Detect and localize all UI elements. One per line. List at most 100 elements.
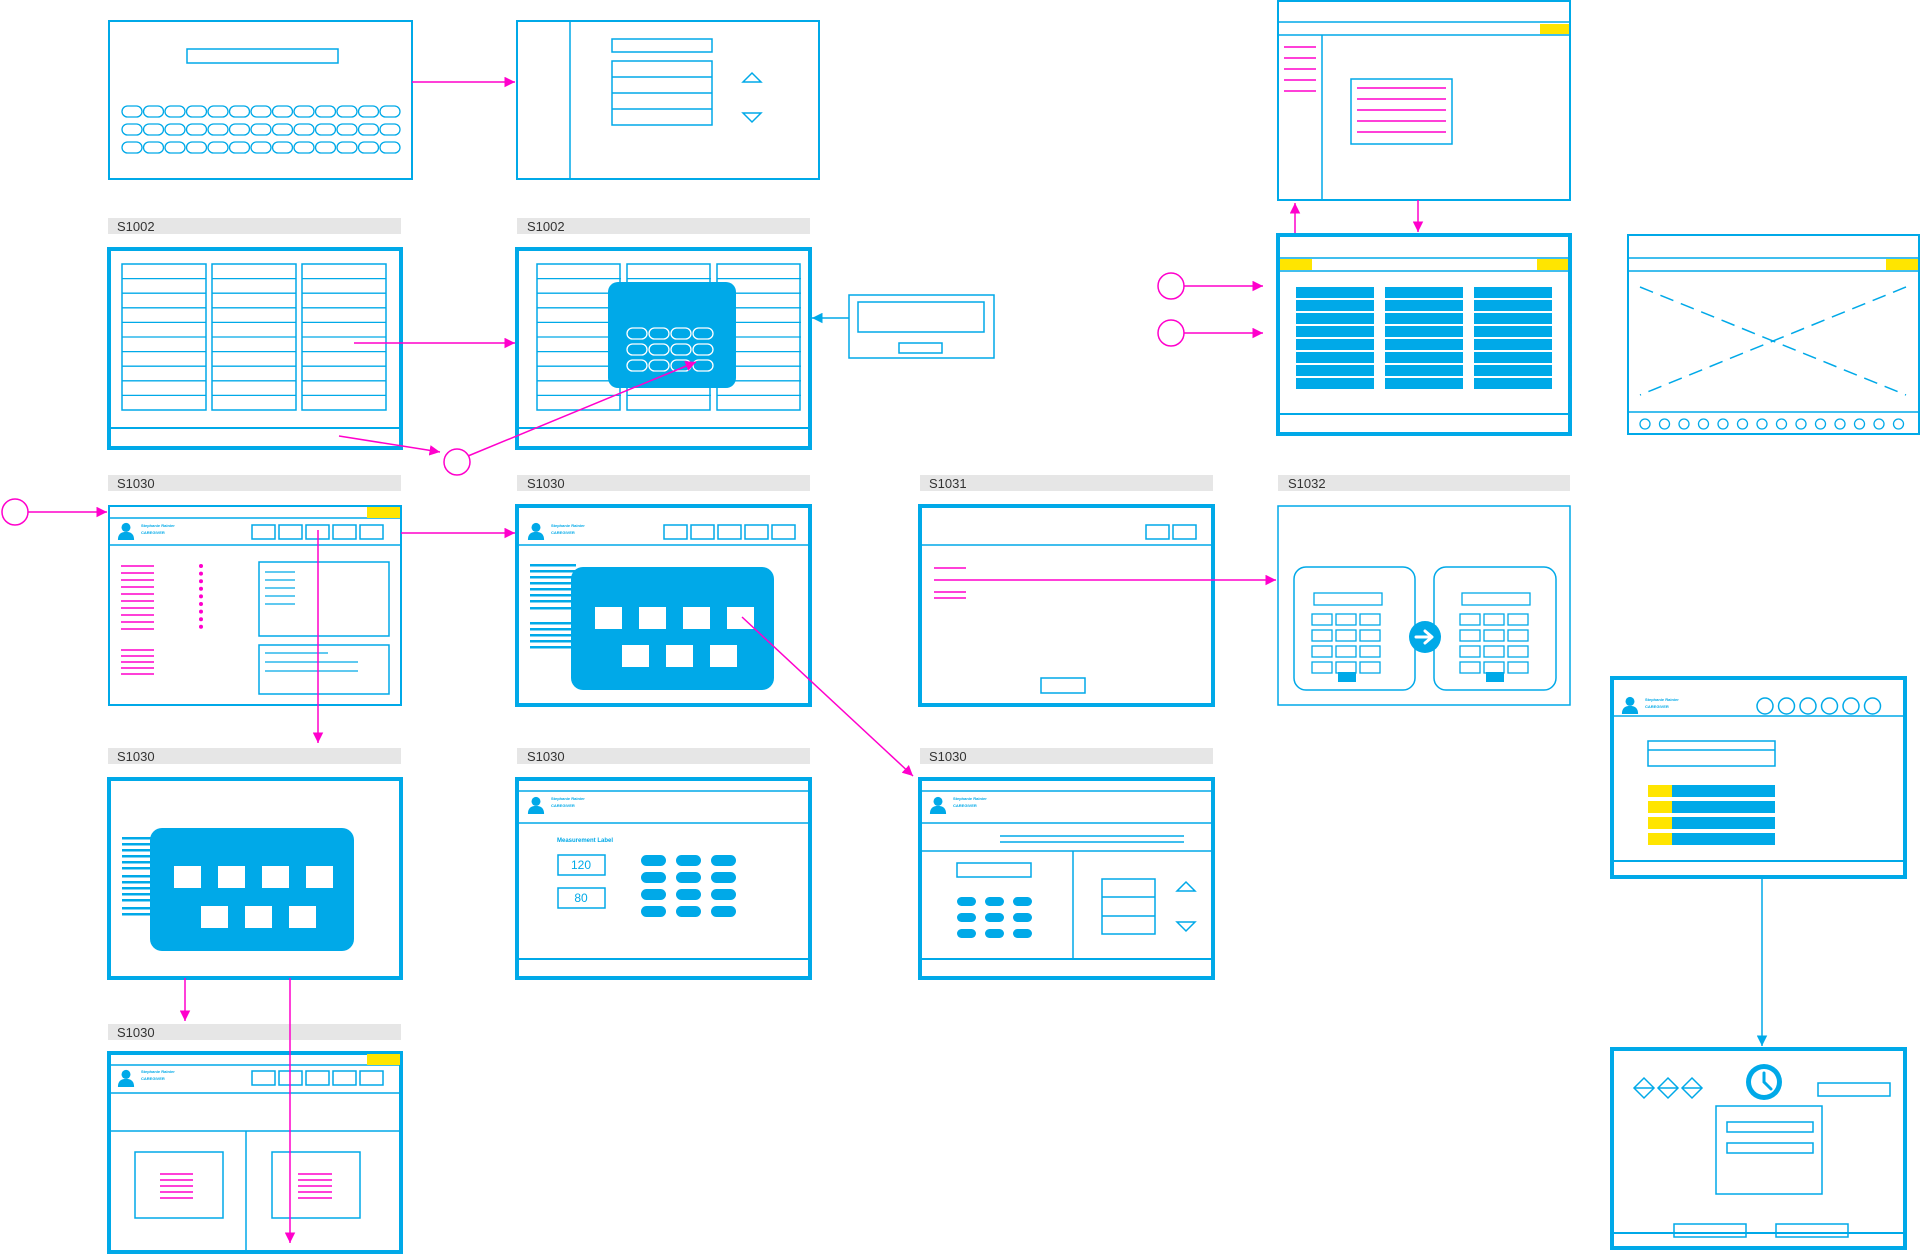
key <box>1359 613 1381 626</box>
start-node <box>1157 319 1185 347</box>
key <box>185 105 208 118</box>
screen-s1002-table: S1002 <box>107 218 403 450</box>
key <box>1311 629 1333 642</box>
page-dot <box>1834 418 1846 430</box>
triangle-down-icon[interactable] <box>1175 921 1197 933</box>
key <box>648 327 670 340</box>
table-cell <box>1385 326 1463 337</box>
table-cell <box>1296 352 1374 363</box>
measurement-field-1[interactable] <box>557 854 606 876</box>
page-dot <box>1697 418 1710 430</box>
screen-label-bar <box>920 748 1213 764</box>
key <box>164 141 186 154</box>
table-cell <box>1385 287 1463 298</box>
screen-frame <box>108 20 413 180</box>
screen-frame <box>1627 234 1920 435</box>
bullet-dot <box>199 579 203 584</box>
highlight-tab <box>1537 259 1568 270</box>
highlight-tab <box>1280 259 1312 270</box>
key <box>1335 645 1357 658</box>
key <box>271 105 294 118</box>
diamond-icons[interactable] <box>1632 1076 1704 1100</box>
measurement-field-2[interactable] <box>557 887 606 909</box>
screen-s1031: S1031 <box>918 475 1215 707</box>
list-box <box>1101 878 1156 935</box>
bullet-dot <box>199 571 203 576</box>
status-marker <box>1648 833 1672 845</box>
table-cell <box>1296 378 1374 389</box>
option-circle <box>1842 697 1860 715</box>
diamond-icon <box>1656 1076 1680 1100</box>
text-line <box>530 640 576 643</box>
status-row <box>1672 817 1775 829</box>
key <box>293 141 315 154</box>
key <box>683 607 710 629</box>
screen-label-bar <box>1278 475 1570 491</box>
confirm-button[interactable] <box>1775 1223 1849 1238</box>
measurement-value-2: 80 <box>574 891 588 905</box>
text-line <box>530 582 576 585</box>
text-line <box>530 607 576 610</box>
screen-label: S1030 <box>527 749 565 764</box>
user-icon <box>527 796 545 814</box>
screen-menu-window <box>1277 0 1571 201</box>
text-line <box>122 837 168 840</box>
user-role: CAREGIVER <box>953 803 977 808</box>
triangle-down-icon[interactable] <box>741 112 763 124</box>
keypad-popup[interactable] <box>608 282 736 388</box>
key <box>1311 645 1333 658</box>
option-circle <box>1777 697 1796 715</box>
user-role: CAREGIVER <box>141 530 165 535</box>
text-line <box>530 594 576 597</box>
time-field[interactable] <box>1817 1082 1891 1097</box>
key <box>692 343 714 356</box>
screen-status-list: Stephanie Rainier CAREGIVER <box>1610 676 1907 879</box>
triangle-up-icon[interactable] <box>1175 880 1197 892</box>
key <box>306 866 333 888</box>
key <box>670 343 692 356</box>
user-role: CAREGIVER <box>141 1076 165 1081</box>
table-cell <box>1296 339 1374 350</box>
page-dot <box>1873 418 1885 430</box>
screen-frame <box>1276 233 1572 436</box>
form-field[interactable] <box>1726 1121 1814 1133</box>
user-name: Stephanie Rainier <box>551 796 585 801</box>
key-popup[interactable] <box>150 828 354 951</box>
key <box>1507 645 1529 658</box>
text-line <box>530 588 576 591</box>
cancel-button[interactable] <box>1673 1223 1747 1238</box>
form-field[interactable] <box>1726 1142 1814 1154</box>
pagination-dots[interactable] <box>1639 418 1905 430</box>
table-cell <box>1296 287 1374 298</box>
table-cell <box>1474 287 1552 298</box>
screen-frame <box>515 247 812 450</box>
screen-frame <box>107 247 403 450</box>
key <box>314 105 337 118</box>
dialog-frame <box>848 294 995 359</box>
dialog-button[interactable] <box>898 342 943 354</box>
screen-s1030-big-popup: S1030 <box>107 748 403 980</box>
action-button[interactable] <box>1040 677 1086 694</box>
content-card <box>258 561 390 637</box>
text-line <box>530 634 576 637</box>
table-cell <box>1474 365 1552 376</box>
screen-sidebar-list <box>516 20 820 180</box>
user-name: Stephanie Rainier <box>551 523 585 528</box>
table-cell <box>1296 365 1374 376</box>
page-dot <box>1639 418 1651 430</box>
table-cell <box>1385 313 1463 324</box>
screen-frame <box>515 777 812 980</box>
screen-label: S1030 <box>929 749 967 764</box>
key <box>207 123 229 136</box>
text-line <box>122 861 168 864</box>
screen-frame <box>107 1051 403 1254</box>
key <box>336 105 358 118</box>
key <box>1359 629 1381 642</box>
button <box>1486 672 1504 682</box>
key <box>1459 645 1481 658</box>
key <box>271 141 294 154</box>
text-line <box>530 564 576 567</box>
triangle-up-icon[interactable] <box>741 71 763 83</box>
table-cell <box>1385 300 1463 311</box>
screen-label-bar <box>517 748 810 764</box>
